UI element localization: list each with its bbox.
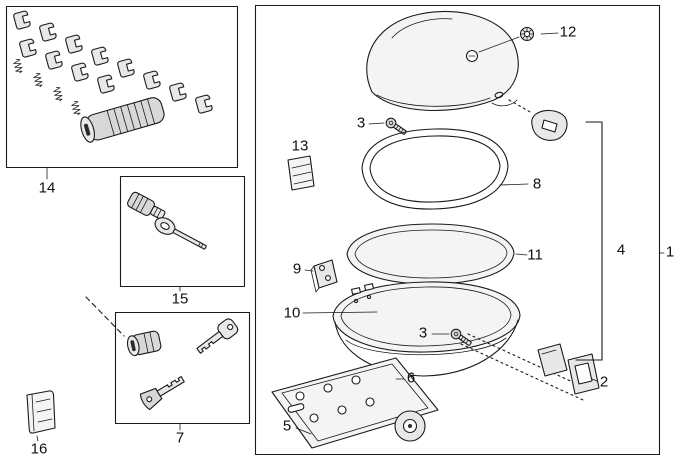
inset-box-core-key <box>119 175 246 288</box>
lock-core-drawing <box>127 191 166 220</box>
case-body-drawing <box>332 281 521 377</box>
callout-9[interactable]: 9 <box>292 260 302 278</box>
tumbler-wafers-drawing <box>12 9 214 115</box>
label-sticker-drawing <box>287 155 315 191</box>
callout-14[interactable]: 14 <box>38 179 56 197</box>
callout-10[interactable]: 10 <box>283 304 301 322</box>
main-frame <box>254 4 661 456</box>
callout-15[interactable]: 15 <box>171 290 189 308</box>
callout-2[interactable]: 2 <box>599 373 609 391</box>
star-washer-drawing <box>519 26 535 42</box>
callout-6[interactable]: 6 <box>406 369 416 387</box>
callout-3-lower[interactable]: 3 <box>418 324 428 342</box>
callout-13[interactable]: 13 <box>291 137 309 155</box>
bracket-4 <box>575 121 603 361</box>
inset-box-lock-kit <box>5 5 239 169</box>
base-plate-drawing <box>271 357 439 449</box>
booklet-drawing <box>26 390 56 434</box>
key-lower-drawing <box>139 376 185 411</box>
key-upper-drawing <box>196 318 239 354</box>
dotted-assembly-lines <box>460 99 591 401</box>
callout-11[interactable]: 11 <box>527 246 543 264</box>
inner-tray-drawing <box>346 223 515 285</box>
callout-4[interactable]: 4 <box>616 241 626 259</box>
callout-16[interactable]: 16 <box>30 440 48 458</box>
dashed-detail-line <box>85 296 125 337</box>
callout-1[interactable]: 1 <box>665 243 675 261</box>
latch-parts-drawing <box>537 343 600 395</box>
eye-key-drawing <box>154 217 207 250</box>
callout-3-upper[interactable]: 3 <box>356 114 366 132</box>
hinge-drawing <box>310 259 338 293</box>
springs-drawing <box>12 57 82 117</box>
callout-5[interactable]: 5 <box>282 417 292 435</box>
lid-drawing <box>366 10 519 112</box>
gasket-drawing <box>361 128 509 210</box>
callout-8[interactable]: 8 <box>532 175 542 193</box>
callout-12[interactable]: 12 <box>559 23 577 41</box>
lock-cylinder-drawing <box>80 97 165 143</box>
barrel-lock-drawing <box>126 330 162 357</box>
leader-lines <box>36 32 665 442</box>
callout-7[interactable]: 7 <box>175 429 185 447</box>
lock-cover-drawing <box>531 109 568 141</box>
inset-box-lock-keys <box>114 311 251 425</box>
